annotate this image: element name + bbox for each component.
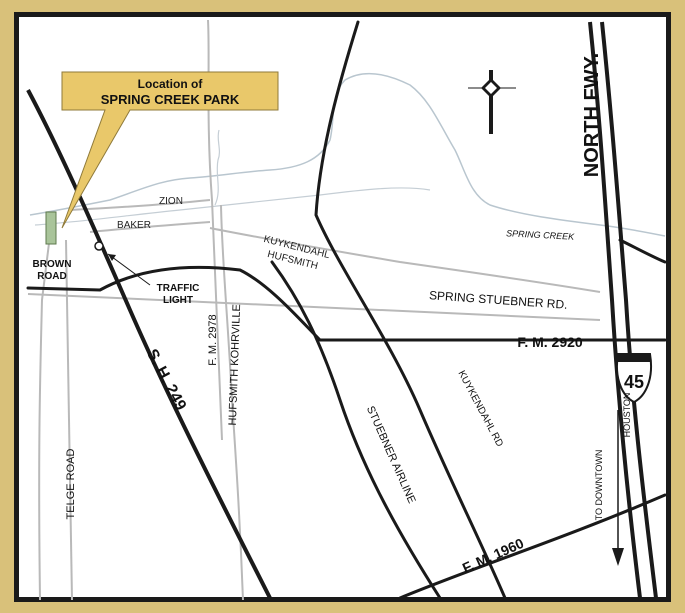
traffic-light-marker: [94, 241, 104, 251]
spring-cypress-line: [618, 238, 667, 264]
callout-line-2: SPRING CREEK PARK: [101, 92, 240, 107]
telge-road-label: TELGE ROAD: [65, 448, 77, 519]
kuykendahl-hufsmith-line: [209, 227, 601, 293]
traffic-light-label-1: TRAFFIC: [157, 283, 200, 294]
fm2978-line: [207, 19, 223, 441]
brown-road-label-1: BROWN: [33, 259, 72, 270]
interstate-number: 45: [624, 372, 644, 392]
kuykendahl-rd-line: [314, 20, 507, 600]
i45-line-east: [600, 21, 658, 599]
traffic-light-leader: [107, 253, 151, 286]
baker-line: [89, 221, 211, 233]
north-fwy-label: NORTH FWY.: [581, 53, 603, 177]
fm1960-line: [398, 493, 667, 600]
i45-line-west: [588, 21, 642, 599]
creek-tributary: [34, 187, 431, 226]
stuebner-airline-line: [270, 260, 442, 600]
minor-roads: [27, 19, 601, 601]
downtown-arrow-head: [612, 548, 624, 566]
baker-label: BAKER: [117, 220, 151, 231]
telge-line-2: [65, 239, 73, 601]
creek-branch: [214, 129, 221, 206]
brown-road-label-2: ROAD: [37, 271, 66, 282]
compass-star-icon: [468, 70, 516, 134]
park-site: [45, 211, 57, 245]
fm2920-label: F. M. 2920: [517, 334, 583, 350]
downtown-label-1: TO DOWNTOWN: [594, 450, 604, 521]
spring-creek-label: SPRING CREEK: [506, 228, 575, 242]
hufsmith-kohrville-label: HUFSMITH KOHRVILLE: [227, 304, 243, 426]
interstate-shield-icon: [616, 353, 652, 404]
downtown-label-2: HOUSTON: [622, 393, 632, 438]
park-callout: [61, 71, 279, 229]
fm2920-line: [26, 266, 667, 342]
telge-line: [38, 234, 51, 601]
traffic-light-label-2: LIGHT: [163, 295, 193, 306]
hufsmith-kohrville-line: [220, 204, 244, 601]
fm2978-label: F. M. 2978: [207, 314, 219, 365]
spring-creek-line: [29, 72, 666, 237]
callout-line-1: Location of: [138, 77, 204, 91]
sh249-line: [26, 89, 272, 599]
major-roads: [26, 20, 667, 600]
zion-label: ZION: [159, 196, 183, 207]
traffic-light-arrowhead: [108, 254, 116, 261]
